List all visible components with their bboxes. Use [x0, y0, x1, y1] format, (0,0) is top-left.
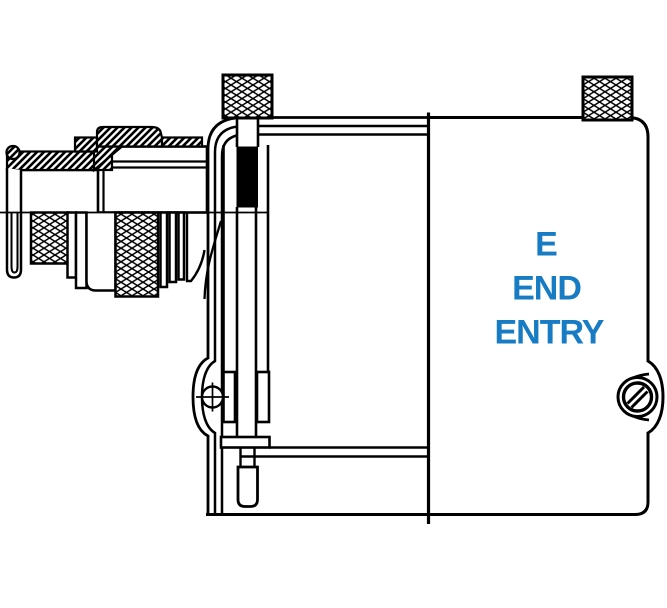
- accessory-ring-3: [177, 211, 186, 281]
- screw-stem-mask: [237, 115, 258, 147]
- spacer-ring: [66, 211, 78, 279]
- accessory-ramp: [185, 212, 206, 283]
- grommet-bead: [5, 144, 21, 161]
- screw-hole-left: [196, 382, 229, 412]
- collar-ring: [74, 211, 88, 290]
- accessory-ring-2: [168, 211, 178, 284]
- lower-barrel: [85, 212, 117, 292]
- clamp-wing: [73, 136, 99, 153]
- grommet-band: [5, 150, 114, 172]
- screw-slot-line-2: [630, 390, 649, 409]
- flange-fillet-curve: [203, 220, 223, 300]
- entry-label-line2: END: [512, 270, 581, 308]
- adapter-body: [428, 116, 665, 516]
- screw-head-right: [616, 372, 659, 422]
- flange-mid-layer: [200, 124, 428, 514]
- barrel-rear-section: [96, 145, 209, 214]
- front-tube-inner: [10, 212, 19, 274]
- front-tube-outer: [5, 168, 23, 279]
- clamp-saddle: [95, 125, 164, 148]
- entry-label: E END ENTRY: [495, 226, 606, 352]
- accessory-ring-1: [159, 211, 169, 289]
- screw-head-inner: [621, 381, 654, 413]
- standoff-block-right: [255, 370, 271, 424]
- jackscrew-knob-right: [581, 75, 634, 122]
- mounting-flange: [191, 116, 428, 514]
- knurled-ring-front: [29, 211, 71, 265]
- cable-clamp: [5, 125, 204, 173]
- coupling-section: [5, 168, 206, 298]
- screw-locked-section: [236, 146, 258, 208]
- screw-threaded-tip: [236, 465, 259, 508]
- flange-outer-layer: [191, 116, 428, 514]
- entry-label-line3: ENTRY: [495, 314, 605, 352]
- screw-slot-line-1: [626, 385, 646, 405]
- knurled-ring-rear: [114, 211, 160, 298]
- jackscrew-assembly: [219, 115, 428, 508]
- jackscrew-knob-left: [221, 73, 274, 120]
- screw-washer: [219, 435, 271, 449]
- clamp-strip: [160, 136, 204, 148]
- entry-label-line1: E: [535, 226, 557, 264]
- adapter-body-outline: [428, 116, 665, 516]
